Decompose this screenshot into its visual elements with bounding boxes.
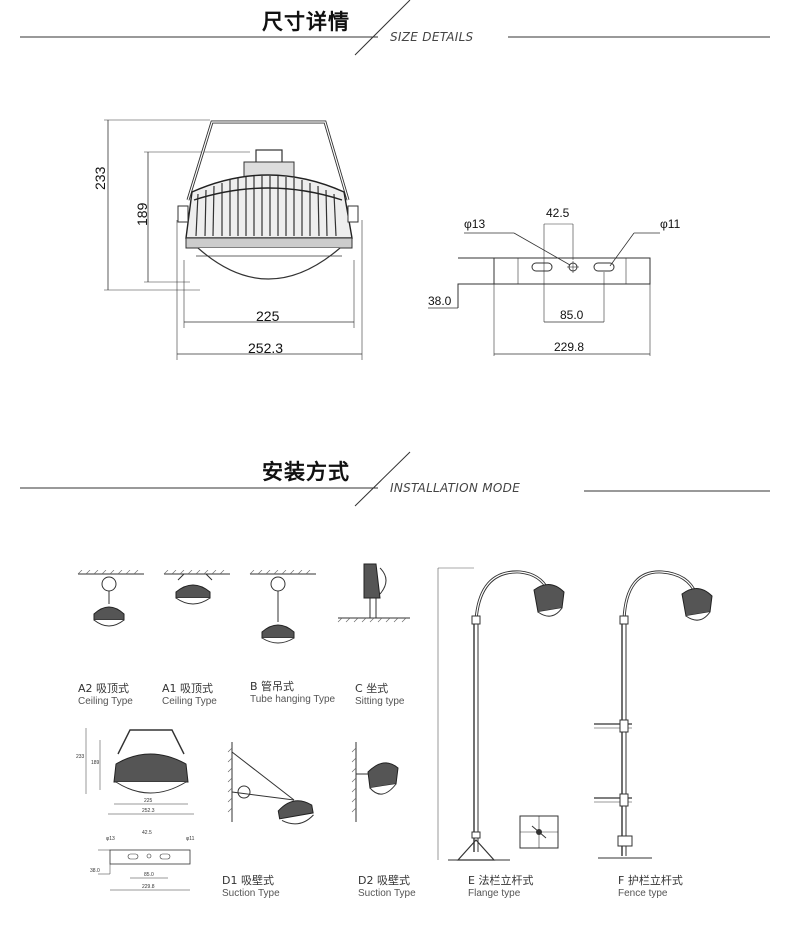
mode-a2-figure bbox=[76, 569, 146, 640]
dim-hole-left: φ13 bbox=[464, 217, 486, 231]
mini-len: 229.8 bbox=[142, 884, 155, 890]
mode-d1-cn: 吸壁式 bbox=[240, 874, 274, 887]
mode-a1-en: Ceiling Type bbox=[162, 696, 217, 707]
mode-a2-code: A2 bbox=[78, 682, 93, 695]
mode-e-code: E bbox=[468, 874, 475, 887]
mode-d2-en: Suction Type bbox=[358, 888, 416, 899]
mini-pitch: 42.5 bbox=[142, 830, 152, 836]
bracket-view-drawing: φ13 42.5 φ11 38.0 85.0 229.8 bbox=[420, 200, 700, 370]
dim-hole-right: φ11 bbox=[660, 217, 681, 231]
mode-a2-caption: A2 吸顶式 Ceiling Type bbox=[78, 680, 133, 707]
mode-e-svg bbox=[437, 567, 565, 861]
dim-body-height: 189 bbox=[134, 202, 150, 226]
mode-a1-caption: A1 吸顶式 Ceiling Type bbox=[162, 680, 217, 707]
size-header-lines bbox=[20, 0, 770, 56]
size-section-subtitle: SIZE DETAILS bbox=[390, 30, 474, 44]
mode-d2-cn: 吸壁式 bbox=[376, 874, 410, 887]
mini-bracket-svg bbox=[98, 849, 191, 891]
mode-b-caption: B 管吊式 Tube hanging Type bbox=[250, 678, 335, 705]
mode-a2-cn: 吸顶式 bbox=[96, 682, 130, 695]
mode-f-code: F bbox=[618, 874, 625, 887]
mode-d2-svg bbox=[351, 742, 399, 822]
mode-d1-caption: D1 吸壁式 Suction Type bbox=[222, 872, 280, 899]
install-section-title: 安装方式 bbox=[262, 460, 350, 484]
mini-hole-a: φ13 bbox=[106, 836, 115, 842]
mode-e-caption: E 法栏立杆式 Flange type bbox=[468, 872, 533, 899]
mini-front-svg bbox=[85, 728, 194, 815]
mode-d2-caption: D2 吸壁式 Suction Type bbox=[358, 872, 416, 899]
mode-c-en: Sitting type bbox=[355, 696, 405, 707]
mini-w2: 252.3 bbox=[142, 808, 155, 814]
front-view-drawing: 233 189 225 252.3 bbox=[90, 110, 380, 370]
mode-f-caption: F 护栏立杆式 Fence type bbox=[618, 872, 683, 899]
install-section-header: 安装方式 INSTALLATION MODE bbox=[0, 450, 790, 510]
dim-hole-pitch: 42.5 bbox=[546, 206, 570, 220]
mini-front-drawing: 233 189 225 252.3 bbox=[74, 724, 204, 820]
mode-c-cn: 坐式 bbox=[366, 682, 389, 695]
mode-a1-code: A1 bbox=[162, 682, 177, 695]
dim-overall-width: 252.3 bbox=[248, 340, 284, 356]
mode-d2-code: D2 bbox=[358, 874, 374, 887]
mode-b-svg bbox=[249, 569, 316, 644]
mini-t: 38.0 bbox=[90, 868, 100, 874]
mode-d1-figure bbox=[222, 738, 322, 838]
mode-d1-code: D1 bbox=[222, 874, 238, 887]
dim-overall-height: 233 bbox=[92, 166, 108, 190]
size-section-title: 尺寸详情 bbox=[262, 10, 350, 34]
mode-a2-en: Ceiling Type bbox=[78, 696, 133, 707]
mode-b-en: Tube hanging Type bbox=[250, 694, 336, 705]
install-header-lines bbox=[20, 451, 770, 507]
mode-c-svg bbox=[337, 563, 410, 623]
mini-h: 233 bbox=[76, 754, 85, 760]
mode-a2-svg bbox=[77, 569, 144, 627]
mode-a1-cn: 吸顶式 bbox=[180, 682, 214, 695]
luminaire-front-svg bbox=[104, 119, 363, 360]
mode-c-figure bbox=[334, 558, 414, 628]
mode-c-code: C bbox=[355, 682, 363, 695]
mode-a1-figure bbox=[162, 569, 232, 620]
bracket-svg bbox=[428, 223, 660, 356]
mini-hole-b: φ11 bbox=[186, 836, 195, 842]
mode-b-cn: 管吊式 bbox=[261, 680, 295, 693]
mode-d1-svg bbox=[227, 742, 314, 825]
mini-w: 225 bbox=[144, 798, 153, 804]
mode-e-cn: 法栏立杆式 bbox=[478, 874, 534, 887]
mode-f-cn: 护栏立杆式 bbox=[627, 874, 683, 887]
mini-span: 85.0 bbox=[144, 872, 154, 878]
mode-e-figure bbox=[430, 560, 580, 870]
mode-f-en: Fence type bbox=[618, 888, 668, 899]
mode-d2-figure bbox=[348, 738, 408, 828]
install-section-subtitle: INSTALLATION MODE bbox=[390, 481, 521, 495]
mode-d1-en: Suction Type bbox=[222, 888, 280, 899]
mode-b-code: B bbox=[250, 680, 258, 693]
dim-body-width: 225 bbox=[256, 308, 280, 324]
dim-thickness: 38.0 bbox=[428, 294, 452, 308]
mode-c-caption: C 坐式 Sitting type bbox=[355, 680, 404, 707]
mode-a1-svg bbox=[163, 569, 230, 605]
mini-bracket-drawing: φ13 42.5 φ11 85.0 38.0 229.8 bbox=[88, 828, 208, 896]
mode-e-en: Flange type bbox=[468, 888, 521, 899]
mode-f-figure bbox=[592, 560, 732, 870]
dim-slot-span: 85.0 bbox=[560, 308, 584, 322]
size-section-header: 尺寸详情 SIZE DETAILS bbox=[0, 0, 790, 60]
mode-b-figure bbox=[248, 569, 318, 650]
dim-length: 229.8 bbox=[554, 340, 585, 354]
mode-f-svg bbox=[594, 570, 713, 859]
mini-h2: 189 bbox=[91, 760, 100, 766]
